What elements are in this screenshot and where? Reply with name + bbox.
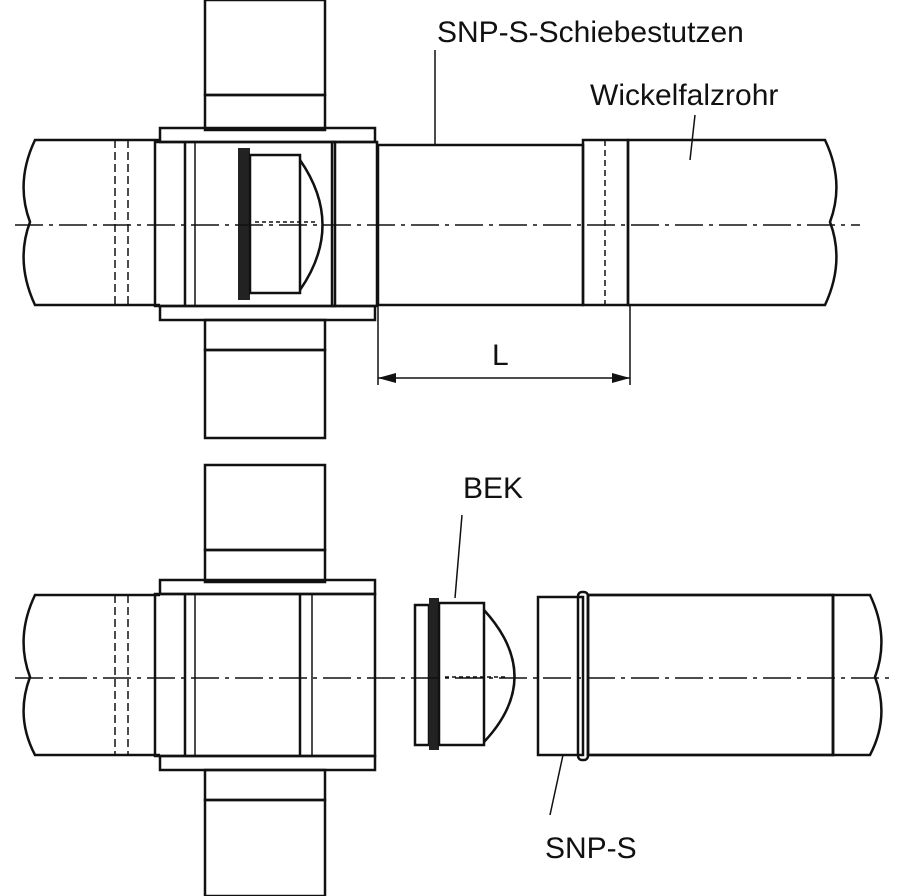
bek-damper bbox=[238, 148, 324, 300]
label-snp-s: SNP-S bbox=[545, 832, 637, 865]
wall-masonry bbox=[203, 0, 327, 97]
label-snp-s-schiebestutzen: SNP-S-Schiebestutzen bbox=[437, 16, 744, 49]
sleeve-body bbox=[153, 140, 337, 308]
bek-damper-separate bbox=[413, 598, 516, 750]
dimension-label-l: L bbox=[492, 339, 509, 372]
wall-mortar bbox=[203, 93, 327, 132]
snp-s-insert-end bbox=[330, 140, 379, 308]
left-spiral-pipe bbox=[22, 593, 160, 757]
snp-s-sliding-sleeve bbox=[586, 593, 835, 757]
right-spiral-pipe bbox=[626, 138, 838, 307]
sleeve-wall-bottom bbox=[158, 304, 377, 322]
top-assembly: L SNP-S-Schiebestutzen Wickelfalzrohr bbox=[15, 0, 860, 440]
label-wickelfalzrohr: Wickelfalzrohr bbox=[590, 79, 778, 112]
wall-masonry bbox=[203, 463, 327, 552]
wall-mortar bbox=[203, 318, 327, 352]
snp-s-insert-end bbox=[536, 595, 585, 757]
sleeve-body bbox=[153, 592, 377, 758]
leader-line bbox=[689, 114, 696, 161]
bottom-assembly: BEK SNP-S bbox=[15, 463, 890, 896]
sleeve-wall-bottom bbox=[158, 754, 377, 772]
leader-line bbox=[454, 514, 463, 599]
leader-line bbox=[549, 754, 564, 816]
label-bek: BEK bbox=[463, 472, 523, 505]
wall-mortar bbox=[203, 768, 327, 802]
wall-masonry bbox=[203, 798, 327, 896]
right-spiral-pipe bbox=[831, 593, 883, 757]
wall-masonry bbox=[203, 348, 327, 440]
left-spiral-pipe bbox=[22, 138, 160, 307]
wall-mortar bbox=[203, 548, 327, 584]
